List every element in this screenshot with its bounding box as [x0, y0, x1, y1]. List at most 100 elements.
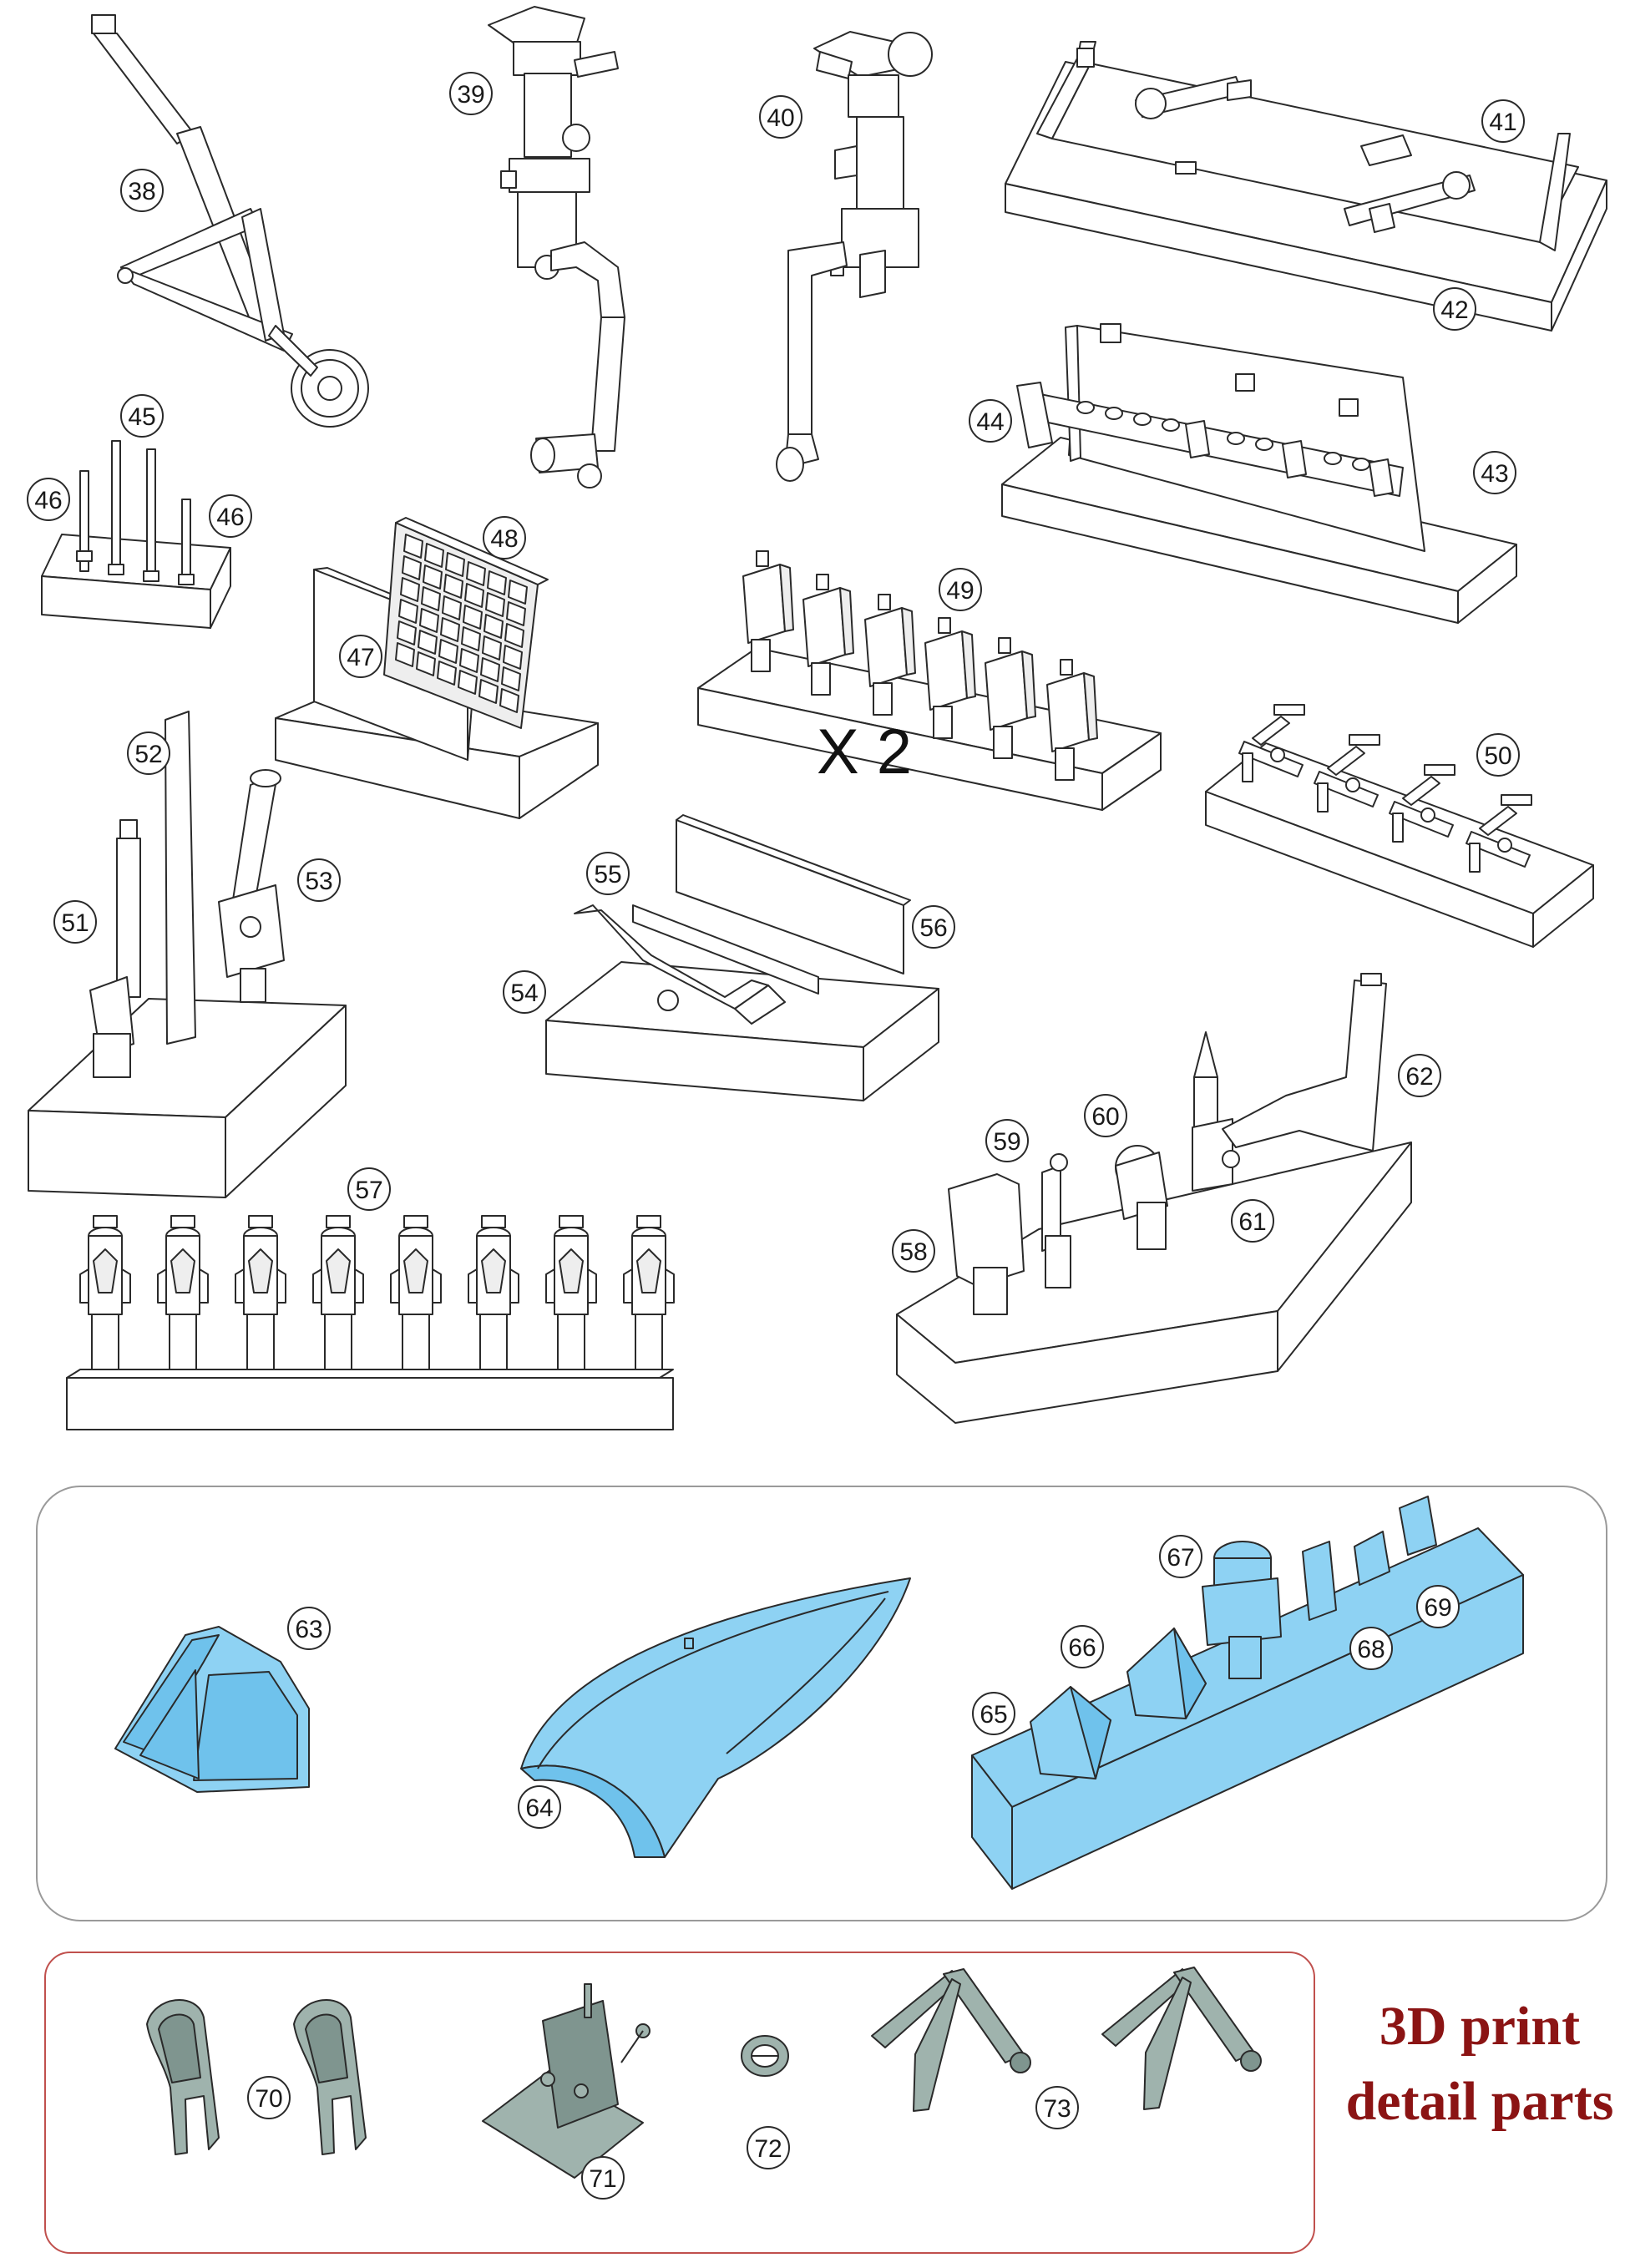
svg-text:48: 48 [490, 525, 518, 553]
svg-text:53: 53 [305, 868, 332, 895]
callout-49: 49 [939, 568, 982, 611]
svg-text:44: 44 [976, 408, 1004, 436]
part-57-cylinder [623, 1215, 675, 1370]
callout-62: 62 [1398, 1054, 1441, 1097]
part-49-unit [924, 617, 976, 739]
grille-cell [437, 661, 457, 686]
grille-cell [504, 623, 524, 648]
callout-64: 64 [518, 1785, 561, 1829]
grille-cell [459, 648, 479, 673]
print-section-title-line2: detail parts [1346, 2071, 1614, 2132]
grille-cell [508, 580, 528, 605]
grille-cell [403, 534, 423, 559]
part-65-69-clear-fret [971, 1496, 1524, 1890]
grille-cell [419, 608, 439, 633]
callout-46-left: 46 [27, 478, 70, 521]
grille-cell [480, 657, 500, 682]
part-57-cylinders [79, 1215, 675, 1370]
part-45-46-fret [41, 440, 231, 629]
svg-text:39: 39 [457, 81, 484, 109]
svg-text:72: 72 [754, 2135, 782, 2163]
svg-text:58: 58 [899, 1238, 927, 1266]
svg-text:60: 60 [1091, 1103, 1119, 1131]
svg-text:63: 63 [295, 1616, 322, 1643]
part-47-48-fret [275, 517, 599, 819]
grille-cell [402, 555, 422, 580]
callout-54: 54 [503, 970, 546, 1014]
part-72-control-wheel [741, 2035, 789, 2077]
callout-56: 56 [912, 905, 955, 949]
part-57-cylinder [157, 1215, 209, 1370]
part-50-lever [1314, 734, 1380, 813]
grille-cell [466, 561, 486, 586]
grille-cell [416, 651, 436, 676]
svg-text:46: 46 [216, 504, 244, 531]
grille-cell [424, 543, 444, 568]
callout-55: 55 [586, 852, 630, 895]
svg-text:71: 71 [589, 2165, 616, 2193]
callout-41: 41 [1481, 99, 1525, 143]
part-63-windscreen [114, 1626, 310, 1793]
part-49-unit [1046, 659, 1098, 781]
part-57-cylinder [235, 1215, 286, 1370]
grille-cell [485, 592, 505, 617]
grille-cell [418, 630, 438, 655]
part-57-fret [66, 1369, 674, 1430]
part-49-units [742, 550, 1098, 781]
callout-65: 65 [972, 1692, 1015, 1735]
part-49-unit [802, 574, 854, 696]
quantity-multiplier: X 2 [817, 716, 912, 787]
callout-42: 42 [1433, 287, 1476, 331]
part-48-grille-cells [395, 534, 528, 713]
grille-cell [443, 574, 463, 599]
svg-text:49: 49 [946, 577, 974, 605]
part-38-tail-wheel-strut [91, 14, 369, 428]
svg-text:51: 51 [61, 909, 89, 937]
part-57-cylinder [468, 1215, 519, 1370]
svg-text:52: 52 [134, 741, 162, 768]
grille-cell [397, 620, 417, 645]
grille-cell [438, 639, 458, 664]
part-50-fret [1205, 742, 1594, 948]
grille-cell [482, 635, 502, 661]
callout-51: 51 [53, 900, 97, 944]
part-49-unit [985, 637, 1036, 759]
part-50-lever [1466, 794, 1532, 873]
svg-text:56: 56 [919, 914, 947, 942]
svg-text:67: 67 [1167, 1544, 1194, 1572]
callout-70: 70 [247, 2076, 291, 2119]
part-73-rudder-pedals [871, 1967, 1262, 2112]
callout-60: 60 [1084, 1094, 1127, 1137]
part-50-lever [1389, 764, 1455, 843]
part-40-main-gear-leg-right [776, 31, 933, 482]
grille-cell [442, 595, 462, 620]
part-58-62-fret [896, 973, 1412, 1424]
grille-cell [487, 570, 507, 595]
svg-text:50: 50 [1484, 742, 1511, 770]
svg-text:68: 68 [1357, 1636, 1385, 1663]
svg-text:43: 43 [1481, 460, 1508, 488]
grille-cell [458, 670, 478, 695]
callout-40: 40 [759, 95, 802, 139]
part-50-lever [1238, 704, 1305, 782]
callout-44: 44 [969, 399, 1012, 443]
svg-text:61: 61 [1238, 1208, 1266, 1236]
callout-47: 47 [339, 635, 382, 678]
callout-61: 61 [1231, 1199, 1274, 1243]
callout-43: 43 [1473, 451, 1516, 494]
part-51-52-53-fret [28, 711, 347, 1198]
print-section-title-line1: 3D print [1379, 1996, 1580, 2057]
part-39-main-gear-leg-left [488, 6, 625, 489]
part-50-levers [1238, 704, 1532, 873]
callout-57: 57 [347, 1167, 391, 1211]
callout-39: 39 [449, 72, 493, 115]
grille-cell [501, 666, 521, 691]
callout-68: 68 [1349, 1627, 1393, 1670]
svg-text:55: 55 [594, 861, 621, 888]
grille-cell [398, 599, 418, 624]
part-49-unit [742, 550, 794, 672]
part-41-42-fret [1005, 41, 1607, 332]
svg-text:46: 46 [34, 487, 62, 514]
svg-text:73: 73 [1043, 2095, 1071, 2123]
